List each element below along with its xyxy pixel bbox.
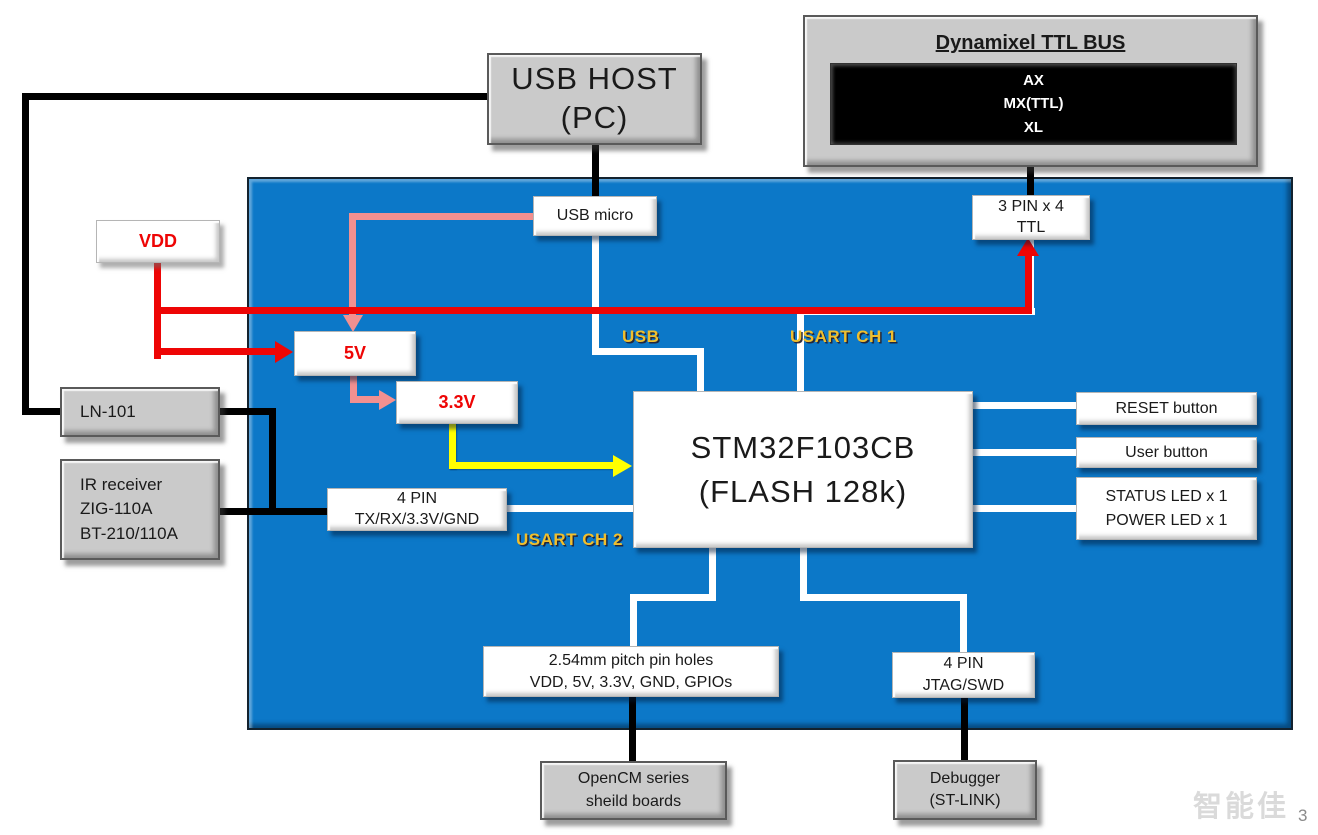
dynamixel-bus-title: Dynamixel TTL BUS xyxy=(935,32,1126,54)
33v-label: 3.3V xyxy=(438,392,476,413)
wire-usbmicro-5v-v xyxy=(349,213,356,316)
arrowhead-into-33v xyxy=(379,390,396,410)
mcu-box: STM32F103CB (FLASH 128k) xyxy=(633,391,973,548)
wire-pinholes-opencm xyxy=(629,696,636,762)
usb-micro-box: USB micro xyxy=(533,196,657,236)
wire-left-vertical xyxy=(22,93,29,415)
wire-usbmicro-5v-h xyxy=(349,213,533,220)
led-line1: STATUS LED x 1 xyxy=(1105,488,1228,506)
arrowhead-into-5v xyxy=(343,315,363,332)
label-usart-ch1: USART CH 1 xyxy=(790,327,898,346)
wire-jtag-debugger xyxy=(961,697,968,761)
mcu-line2: (FLASH 128k) xyxy=(698,473,908,509)
uart-header-box: 4 PIN TX/RX/3.3V/GND xyxy=(327,488,507,531)
wire-vdd-5v-h xyxy=(154,348,276,355)
33v-regulator-box: 3.3V xyxy=(396,381,518,424)
servo-xl: XL xyxy=(1023,118,1044,136)
user-button-box: User button xyxy=(1076,437,1257,468)
5v-regulator-box: 5V xyxy=(294,331,416,376)
led-line2: POWER LED x 1 xyxy=(1105,511,1228,529)
arrowhead-into-ttl xyxy=(1017,238,1039,256)
pin-holes-line2: VDD, 5V, 3.3V, GND, GPIOs xyxy=(529,673,733,691)
pin-holes-box: 2.54mm pitch pin holes VDD, 5V, 3.3V, GN… xyxy=(483,646,779,697)
reset-button-label: RESET button xyxy=(1115,399,1218,417)
wire-jtag-h xyxy=(800,594,967,601)
wire-jtag-v2 xyxy=(960,594,967,654)
wire-usbhost-usbmicro xyxy=(592,144,599,198)
wire-usb-h xyxy=(592,348,704,355)
ir-receiver-line3: BT-210/110A xyxy=(80,523,178,543)
vdd-box: VDD xyxy=(96,220,220,263)
usb-micro-label: USB micro xyxy=(556,207,634,224)
wire-mcu-led xyxy=(971,505,1078,512)
arrowhead-into-5v-red xyxy=(275,341,293,363)
opencm-shield-box: OpenCM series sheild boards xyxy=(540,761,727,820)
mcu-line1: STM32F103CB xyxy=(690,430,916,466)
led-box: STATUS LED x 1 POWER LED x 1 xyxy=(1076,477,1257,540)
uart-header-line1: 4 PIN xyxy=(396,489,437,507)
usb-host-line1: USB HOST xyxy=(511,61,678,97)
opencm-shield-line2: sheild boards xyxy=(585,792,682,810)
wire-mcu-reset xyxy=(971,402,1078,409)
pin-holes-line1: 2.54mm pitch pin holes xyxy=(548,651,714,669)
servo-mx-ttl: MX(TTL) xyxy=(1003,95,1064,113)
jtag-box: 4 PIN JTAG/SWD xyxy=(892,652,1035,698)
watermark: 智能佳 xyxy=(1193,791,1290,823)
opencm-shield-line1: OpenCM series xyxy=(577,770,690,788)
jtag-line1: 4 PIN xyxy=(943,655,984,673)
wire-usart1-v1 xyxy=(797,308,804,392)
debugger-box: Debugger (ST-LINK) xyxy=(893,760,1037,820)
wire-pinholes-v1 xyxy=(709,547,716,601)
wire-pinholes-h xyxy=(630,594,716,601)
wire-ln101-ir-join xyxy=(269,408,276,515)
wire-into-ln101 xyxy=(22,408,62,415)
label-usart-ch2: USART CH 2 xyxy=(516,530,624,549)
dynamixel-servo-list: AX MX(TTL) XL xyxy=(830,63,1237,145)
wire-5v-33v-h xyxy=(350,396,380,403)
wire-vdd-ttl-h xyxy=(154,307,1032,314)
arrowhead-into-mcu xyxy=(613,455,632,477)
usb-host-line2: (PC) xyxy=(560,100,629,135)
uart-header-line2: TX/RX/3.3V/GND xyxy=(354,510,480,528)
dynamixel-bus-box: Dynamixel TTL BUS AX MX(TTL) XL xyxy=(803,15,1258,167)
reset-button-box: RESET button xyxy=(1076,392,1257,425)
5v-label: 5V xyxy=(343,343,367,364)
debugger-line1: Debugger xyxy=(929,769,1001,787)
wire-jtag-v1 xyxy=(800,547,807,601)
ttl-header-line2: TTL xyxy=(1016,218,1046,236)
jtag-line2: JTAG/SWD xyxy=(922,677,1005,694)
debugger-line2: (ST-LINK) xyxy=(929,792,1001,809)
ttl-header-box: 3 PIN x 4 TTL xyxy=(972,195,1090,240)
ln101-label: LN-101 xyxy=(80,402,136,422)
ir-receiver-line1: IR receiver xyxy=(80,474,163,494)
vdd-label: VDD xyxy=(138,231,177,252)
wire-ln101-right xyxy=(218,408,276,415)
user-button-label: User button xyxy=(1125,443,1208,461)
wire-33v-mcu-v xyxy=(449,422,456,469)
wire-33v-mcu-h xyxy=(449,462,614,469)
usb-host-box: USB HOST (PC) xyxy=(487,53,702,145)
wire-usb-v1 xyxy=(592,235,599,355)
ir-receiver-box: IR receiver ZIG-110A BT-210/110A xyxy=(60,459,220,560)
wire-ttl-up xyxy=(1025,252,1032,314)
wire-usart2 xyxy=(505,505,635,512)
wire-5v-33v-v xyxy=(350,375,357,403)
wire-usb-v2 xyxy=(697,348,704,392)
wire-dynamixel-ttl xyxy=(1027,142,1034,197)
wire-ir-to-uart xyxy=(218,508,330,515)
ir-receiver-line2: ZIG-110A xyxy=(80,499,153,519)
ln101-box: LN-101 xyxy=(60,387,220,437)
wire-pinholes-v2 xyxy=(630,594,637,648)
wire-usbhost-left xyxy=(22,93,487,100)
ttl-header-line1: 3 PIN x 4 xyxy=(998,197,1064,215)
page-number: 3 xyxy=(1298,806,1308,825)
wire-mcu-user xyxy=(971,449,1078,456)
servo-ax: AX xyxy=(1023,72,1044,90)
label-usb: USB xyxy=(622,327,660,346)
